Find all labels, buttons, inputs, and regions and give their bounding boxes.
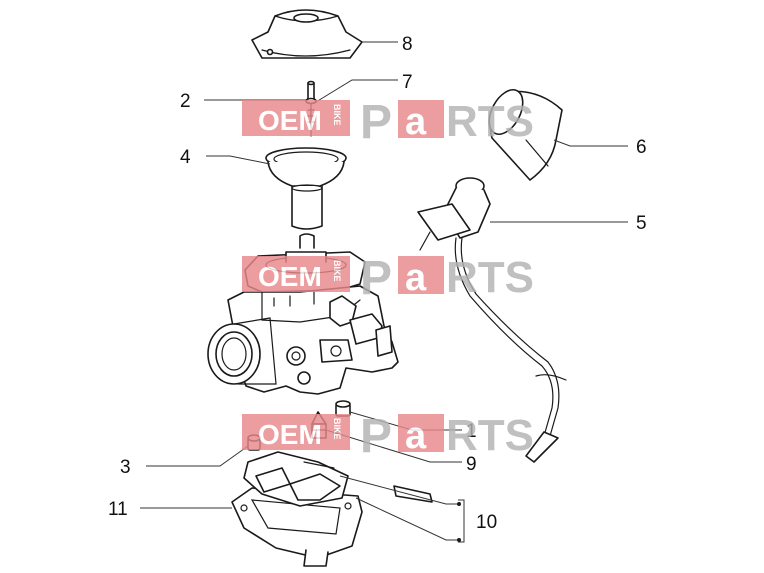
- watermark: OEM BIKE P a RTS OEM BIKE P a RTS OEM BI…: [242, 96, 534, 463]
- callout-11: 11: [108, 499, 128, 520]
- callout-5: 5: [636, 213, 647, 234]
- part-4-diaphragm[interactable]: [265, 147, 347, 230]
- svg-text:a: a: [405, 415, 427, 457]
- callout-10: 10: [476, 512, 497, 533]
- svg-text:RTS: RTS: [446, 253, 534, 302]
- svg-text:BIKE: BIKE: [332, 260, 342, 282]
- callout-7: 7: [402, 72, 413, 93]
- svg-text:OEM: OEM: [258, 419, 322, 450]
- part-1-plug[interactable]: [335, 400, 351, 417]
- callout-2: 2: [180, 91, 191, 112]
- svg-text:RTS: RTS: [446, 411, 534, 460]
- callout-6: 6: [636, 137, 647, 158]
- svg-text:P: P: [360, 252, 392, 305]
- svg-text:BIKE: BIKE: [332, 418, 342, 440]
- callout-1: 1: [466, 421, 477, 442]
- svg-text:P: P: [360, 410, 392, 463]
- callout-9: 9: [466, 454, 477, 475]
- svg-text:RTS: RTS: [446, 97, 534, 146]
- part-2-pin[interactable]: [307, 80, 315, 100]
- svg-text:a: a: [405, 257, 427, 299]
- svg-text:P: P: [360, 96, 392, 149]
- svg-text:BIKE: BIKE: [332, 104, 342, 126]
- part-10-float[interactable]: [243, 451, 433, 507]
- callout-4: 4: [180, 147, 191, 168]
- svg-text:a: a: [405, 101, 427, 143]
- svg-text:OEM: OEM: [258, 105, 322, 136]
- part-8-top-cover[interactable]: [251, 9, 363, 59]
- callout-3: 3: [120, 457, 131, 478]
- svg-text:OEM: OEM: [258, 261, 322, 292]
- leader-lines: [140, 41, 628, 543]
- callout-numbers: 8 2 7 4 6 5 1 9 3 11 10: [108, 34, 647, 533]
- callout-8: 8: [402, 34, 413, 55]
- part-6-sleeve[interactable]: [482, 84, 563, 181]
- part-5-choke-cable[interactable]: [417, 177, 567, 463]
